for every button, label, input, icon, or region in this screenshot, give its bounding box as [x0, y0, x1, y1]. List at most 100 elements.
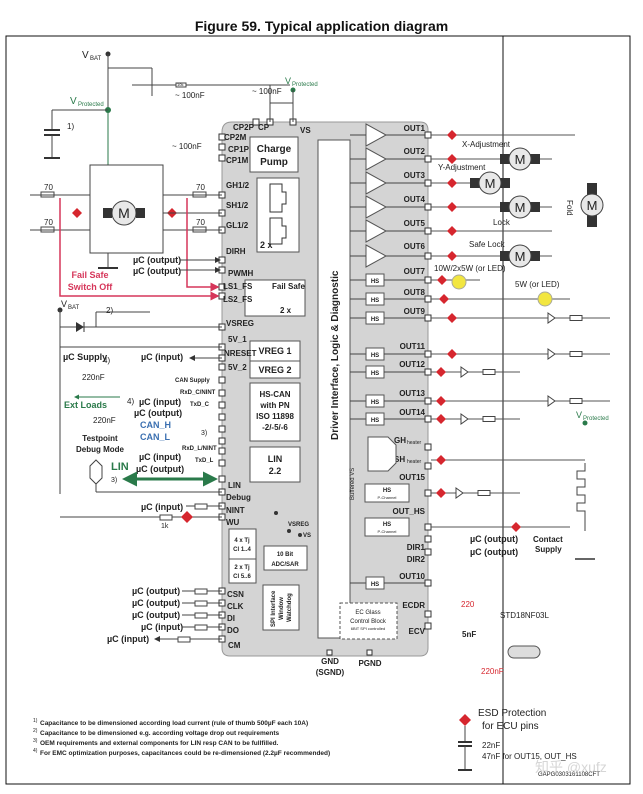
res-10k-label: 10k [177, 82, 183, 87]
pin-lin [218, 475, 226, 483]
di-uc-output: µC (output) [132, 610, 180, 620]
tj1-label-1: 4 x Tj [234, 538, 250, 544]
lock-motor [508, 195, 532, 219]
spi-label-2: Window [279, 597, 285, 620]
res-1k-label: 1k [161, 523, 169, 530]
nint-uc-input: µC (input) [141, 502, 183, 512]
pin-out4 [424, 203, 432, 211]
esd-diamond-icon [447, 202, 457, 212]
diagram-frame-right [5, 35, 631, 785]
footnote-mark-4: 4) [33, 748, 38, 754]
spi-label-3: Watchdog [287, 593, 293, 622]
pin-label-out13: OUT13 [399, 389, 425, 398]
ec-glass-block [339, 602, 398, 640]
dirh-uc-output: µC (output) [133, 255, 181, 265]
vprotected-heater-sub: Protected [583, 416, 609, 422]
hs-box-label: HS [371, 400, 379, 406]
hscan-label-4: -2/-5/-6 [262, 423, 288, 432]
lock-label: Lock [493, 218, 511, 227]
vreg2-label: VREG 2 [258, 365, 291, 375]
pin-sh-heater [424, 462, 432, 470]
pin-label-heater-sub: heater [407, 440, 422, 446]
pin-square [218, 425, 226, 433]
pin-label-out9: OUT9 [404, 307, 426, 316]
spi-label-1: SPI Interface [271, 590, 277, 627]
vbat-sub: BAT [90, 56, 102, 62]
fail-safe-switch-off-2: Switch Off [68, 282, 114, 292]
ext-loads-label: Ext Loads [64, 400, 107, 410]
led-icon [547, 348, 556, 360]
pin-label-out11: OUT11 [400, 342, 426, 351]
pin-out13 [424, 397, 432, 405]
adc-block [263, 545, 308, 571]
fail-safe-block [244, 279, 306, 317]
do-uc-input: µC (input) [141, 622, 183, 632]
csn-uc-output: µC (output) [132, 586, 180, 596]
heater-driver [367, 436, 397, 472]
tj-block-1 [228, 528, 257, 560]
adc-label-2: ADC/SAR [271, 562, 299, 568]
gate-driver-count: 2 x [260, 240, 273, 250]
footnote-mark-2: 2) [33, 728, 38, 734]
pin-label: CP [258, 123, 270, 132]
hs-box-label: HS [371, 371, 379, 377]
pin-square [218, 437, 226, 445]
tj-block-2 [228, 558, 257, 584]
pin-cp2m [218, 133, 226, 141]
esd-diamond-icon [439, 294, 449, 304]
pin-label-out4: OUT4 [404, 195, 426, 204]
lamp2-icon [537, 291, 553, 307]
pin-out6 [424, 252, 432, 260]
safe-lock-label: Safe Lock [469, 240, 506, 249]
note3-can: 3) [201, 430, 207, 437]
rxd-l-label: RxD_L/NINT [182, 446, 217, 452]
output-amplifiers [350, 123, 425, 268]
fail-safe-switch-off-1: Fail Safe [71, 270, 108, 280]
lin-block-label-1: LIN [268, 454, 283, 464]
pin-ecv [424, 622, 432, 630]
pin-out12 [424, 368, 432, 376]
hs-pch2-sub: P-Channel [378, 529, 397, 534]
legend-value-1: 22nF [482, 741, 500, 750]
pin-label: GL1/2 [226, 221, 249, 230]
hbridge-motor-label: M [118, 205, 130, 221]
x-adjust-motor-label: M [515, 152, 526, 167]
vsreg-tap-label: VSREG [288, 522, 309, 528]
can-h-label: CAN_H [140, 420, 171, 430]
hscan-label-2: with PN [259, 401, 290, 410]
pin-out7 [424, 276, 432, 284]
pin-dir2 [424, 548, 432, 556]
res70-2: 70 [44, 218, 53, 227]
x-adjust-label: X-Adjustment [462, 140, 511, 149]
pin-label: LS1_FS [223, 282, 253, 291]
vprotected-heater-label: V [576, 410, 582, 420]
footnote-1: Capacitance to be dimensioned according … [40, 720, 308, 727]
pin-label: VS [300, 126, 311, 135]
pin-out_hs [424, 523, 432, 531]
pin-label: LS2_FS [223, 295, 253, 304]
pin-square [218, 459, 226, 467]
dir2-uc-output: µC (output) [470, 547, 518, 557]
uc-supply-label: µC Supply [63, 352, 107, 362]
figure-ref-code: GAPG0303161108CFT [538, 772, 600, 778]
hscan-label-3: ISO 11898 [256, 412, 294, 421]
vreg2-block [249, 360, 301, 379]
pin-label-ecdr: ECDR [402, 601, 425, 610]
esd-diamond-icon [436, 414, 446, 424]
y-adjust-label: Y-Adjustment [438, 163, 486, 172]
fold-motor [580, 193, 604, 217]
pin-label-sh-heater: SH [394, 455, 405, 464]
legend-title-1: ESD Protection [478, 708, 546, 719]
pin-label: WU [226, 518, 240, 527]
esd-legend: ESD Protection for ECU pins 22nF 47nF fo… [458, 708, 577, 771]
vbat2-label: V [61, 299, 67, 309]
pin-label-out12: OUT12 [399, 360, 425, 369]
testpoint-label-2: Debug Mode [76, 445, 125, 454]
lamp1-icon [451, 274, 467, 290]
pin-label: DO [227, 626, 239, 635]
pin-label-out6: OUT6 [404, 242, 426, 251]
ec-glass-label-3: 6BIT SPI controlled [351, 626, 385, 631]
